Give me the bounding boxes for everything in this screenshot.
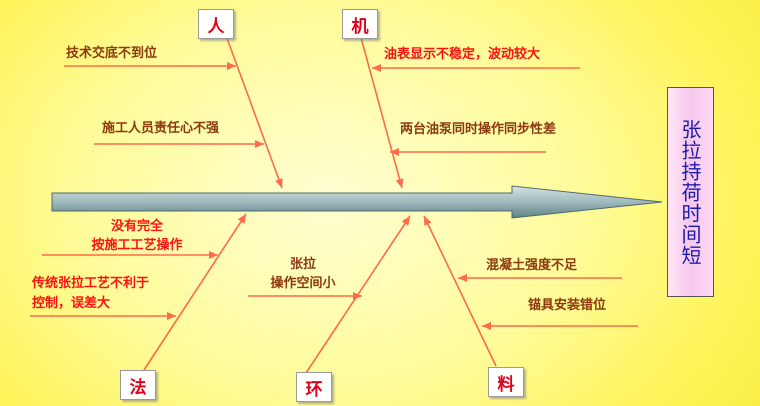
spine-arrow: [51, 185, 663, 219]
category-method: 法: [120, 370, 156, 400]
effect-box: 张拉持荷时间短: [667, 87, 714, 297]
category-people: 人: [198, 9, 234, 39]
bone-method: [143, 213, 247, 371]
effect-label: 张拉持荷时间短: [678, 118, 702, 266]
bone-material: [423, 215, 497, 367]
cause-method-2b: 控制，误差大: [32, 296, 111, 311]
cause-machine-1: 油表显示不稳定，波动较大: [384, 47, 541, 62]
cause-material-2: 锚具安装错位: [528, 298, 607, 313]
category-environment: 环: [296, 372, 332, 402]
cause-machine-2: 两台油泵同时操作同步性差: [400, 122, 557, 137]
cause-people-2: 施工人员责任心不强: [102, 121, 220, 136]
cause-people-1: 技术交底不到位: [66, 46, 158, 61]
category-machine: 机: [342, 9, 378, 39]
category-material: 料: [488, 367, 524, 397]
cause-material-1: 混凝土强度不足: [486, 258, 578, 273]
bone-machine: [359, 33, 404, 189]
cause-environment-1a: 张拉: [289, 257, 316, 272]
cause-environment-1b: 操作空间小: [270, 276, 336, 291]
cause-method-1b: 按施工工艺操作: [91, 238, 183, 253]
cause-method-2a: 传统张拉工艺不利于: [32, 276, 150, 291]
bone-people: [223, 29, 283, 189]
cause-method-1a: 没有完全: [110, 219, 163, 234]
bone-environment: [305, 215, 411, 374]
